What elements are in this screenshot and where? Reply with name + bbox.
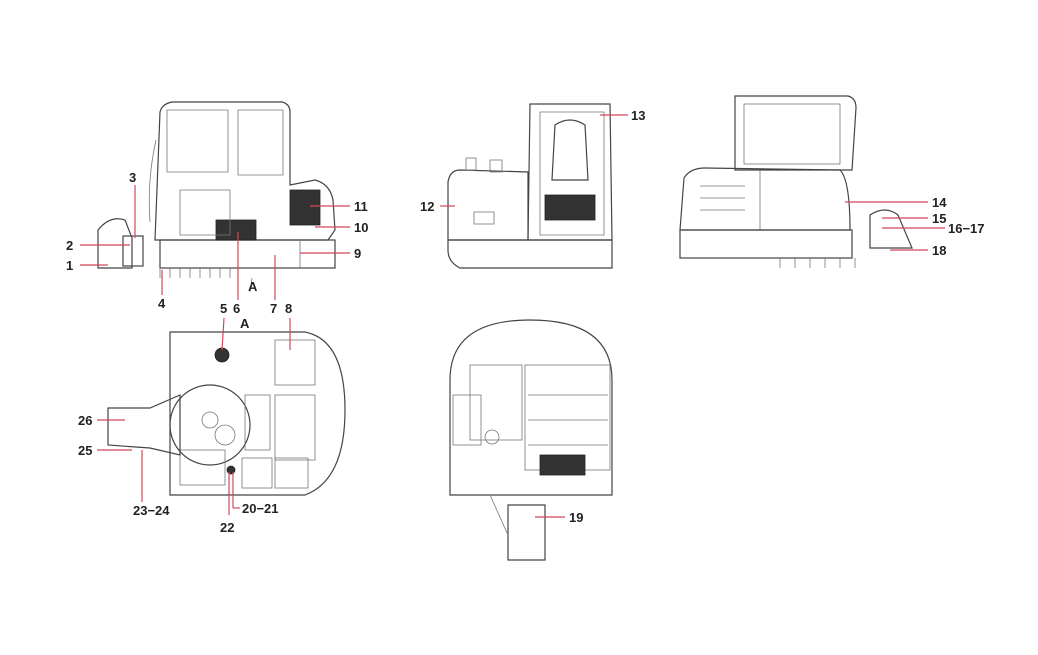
callout-4: 4 bbox=[158, 296, 166, 311]
top-view-cab bbox=[449, 319, 613, 561]
side-view-right bbox=[679, 95, 913, 268]
callout-15: 15 bbox=[932, 211, 946, 226]
callout-12: 12 bbox=[420, 199, 434, 214]
callout-2: 2 bbox=[66, 238, 73, 253]
side-view-left bbox=[97, 101, 336, 293]
callout-5: 5 bbox=[220, 301, 227, 316]
callout-26: 26 bbox=[78, 413, 92, 428]
callout-3: 3 bbox=[129, 170, 136, 185]
callout-22: 22 bbox=[220, 520, 234, 535]
callout-11: 11 bbox=[354, 199, 368, 214]
callout-labels: 1 2 3 4 5 6 7 8 9 10 11 12 13 14 15 16−1… bbox=[66, 108, 985, 535]
callout-23-24: 23−24 bbox=[133, 503, 170, 518]
section-marker-a: A bbox=[248, 279, 258, 294]
callout-8: 8 bbox=[285, 301, 292, 316]
callout-14: 14 bbox=[932, 195, 947, 210]
rear-view bbox=[447, 103, 613, 269]
callout-25: 25 bbox=[78, 443, 92, 458]
callout-9: 9 bbox=[354, 246, 361, 261]
callout-19: 19 bbox=[569, 510, 583, 525]
callout-20-21: 20−21 bbox=[242, 501, 279, 516]
callout-10: 10 bbox=[354, 220, 368, 235]
leader-lines bbox=[80, 114, 945, 518]
callout-16-17: 16−17 bbox=[948, 221, 985, 236]
callout-1: 1 bbox=[66, 258, 73, 273]
callout-13: 13 bbox=[631, 108, 645, 123]
callout-18: 18 bbox=[932, 243, 946, 258]
top-view-upperstructure bbox=[107, 331, 346, 496]
callout-7: 7 bbox=[270, 301, 277, 316]
callout-6: 6 bbox=[233, 301, 240, 316]
section-view-label-a: A bbox=[240, 316, 250, 331]
